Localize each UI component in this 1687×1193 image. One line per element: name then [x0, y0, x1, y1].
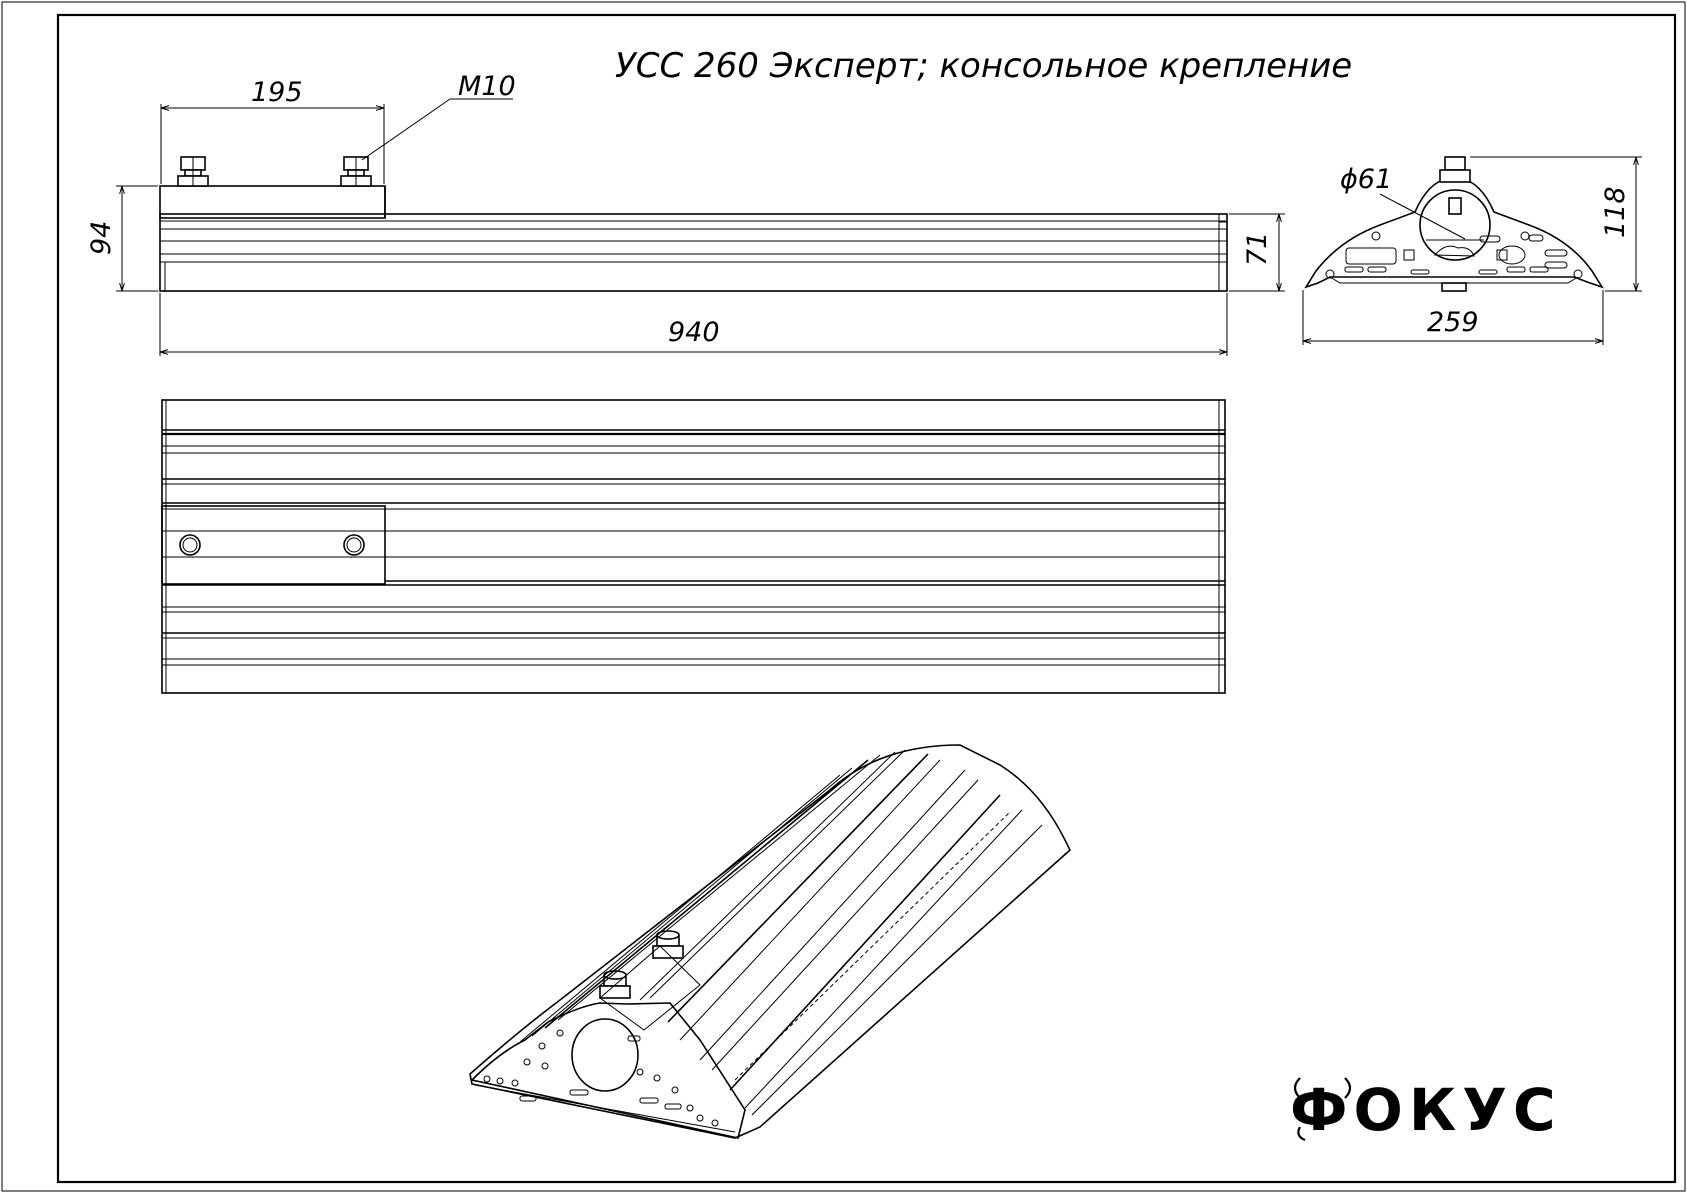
bolt-hole-right: [343, 534, 365, 556]
dim-259-label: 259: [1427, 307, 1479, 338]
dimension-259: 259: [1302, 290, 1604, 345]
dimension-94: 94: [86, 185, 158, 292]
dim-m10-label: M10: [458, 71, 516, 102]
end-view: [1304, 156, 1604, 292]
drawing-title: УСС 260 Эксперт; консольное крепление: [615, 46, 1352, 86]
dimension-118: 118: [1470, 156, 1642, 292]
bolt-hole-left: [179, 534, 201, 556]
iso-bolt-rear: [652, 930, 684, 959]
dim-d61-label: ϕ61: [1340, 164, 1392, 195]
side-view: [159, 156, 1228, 292]
dimension-71: 71: [1229, 213, 1285, 292]
logo-text: ФОКУС: [1290, 1076, 1562, 1144]
iso-pipe-hole: [571, 1018, 639, 1092]
dim-195-label: 195: [251, 77, 303, 108]
leader-d61: ϕ61: [1340, 164, 1466, 240]
dim-94-label: 94: [86, 221, 117, 255]
dim-118-label: 118: [1600, 186, 1631, 238]
brand-logo: ФОКУС: [1290, 1076, 1562, 1144]
isometric-view: [469, 744, 1071, 1139]
bolt-right: [340, 156, 372, 187]
bolt-left: [177, 156, 209, 187]
dimension-940: 940: [159, 293, 1228, 356]
inner-frame: [56, 13, 1677, 1184]
leader-m10: M10: [361, 71, 516, 161]
top-view: [161, 399, 1226, 694]
mount-pipe-hole: [1419, 189, 1491, 261]
dimension-195: 195: [160, 77, 385, 184]
dim-940-label: 940: [668, 317, 720, 348]
dim-71-label: 71: [1242, 232, 1273, 266]
